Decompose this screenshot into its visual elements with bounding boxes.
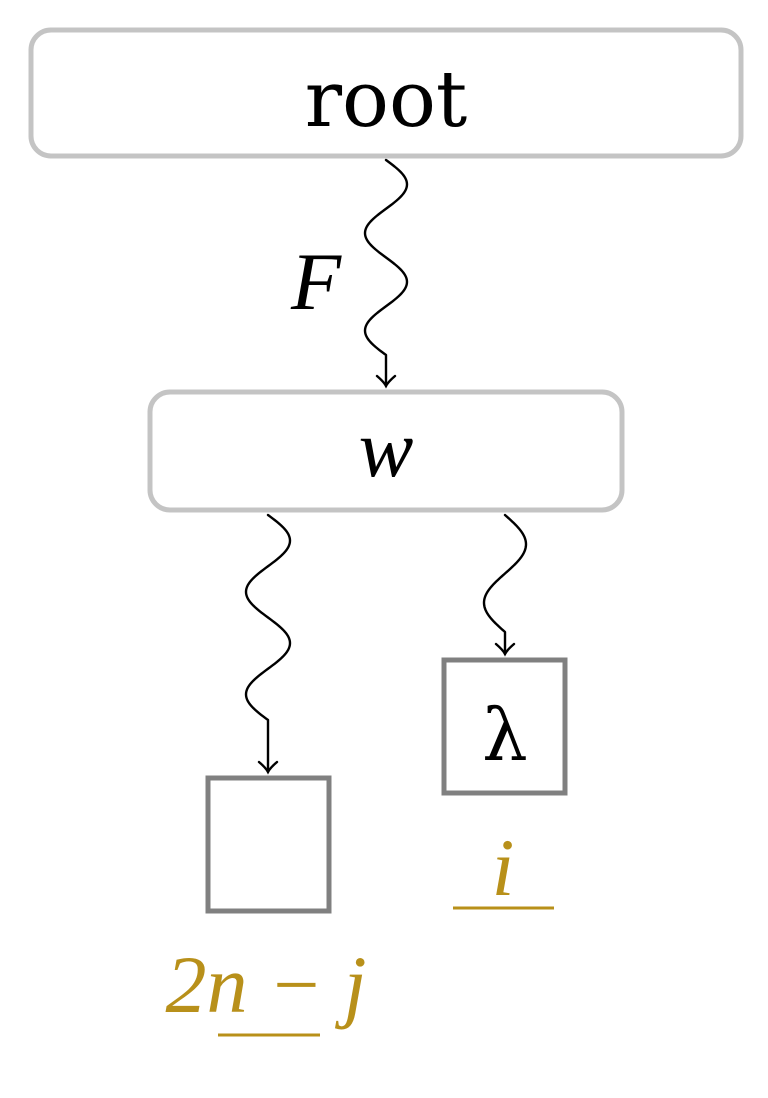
edge-root-to-w-line: [363, 158, 409, 388]
edge-w-to-right-leaf: [482, 513, 528, 657]
left-leaf-annotation: 2n − j: [165, 939, 367, 1037]
edge-root-to-w-label: F: [290, 236, 342, 327]
edge-w-to-left-leaf-line: [244, 513, 292, 774]
right-leaf-annotation: i: [453, 822, 554, 913]
right-leaf-node: λ: [441, 657, 568, 796]
edge-root-to-w: F: [290, 158, 409, 389]
edge-w-to-right-leaf-arrowhead: [494, 642, 516, 657]
left-leaf-annotation-text: 2n − j: [165, 939, 366, 1030]
left-leaf-node: [205, 775, 332, 914]
edge-w-to-right-leaf-line: [482, 513, 528, 656]
root-node-label: root: [305, 55, 468, 145]
w-node: w: [147, 389, 625, 513]
edge-w-to-left-leaf: [244, 513, 292, 775]
w-node-label: w: [359, 403, 414, 494]
edge-w-to-left-leaf-arrowhead: [257, 760, 279, 775]
edge-root-to-w-arrowhead: [375, 374, 397, 389]
right-leaf-label: λ: [482, 693, 528, 777]
root-node: root: [28, 27, 744, 159]
right-leaf-annotation-text: i: [492, 822, 515, 913]
